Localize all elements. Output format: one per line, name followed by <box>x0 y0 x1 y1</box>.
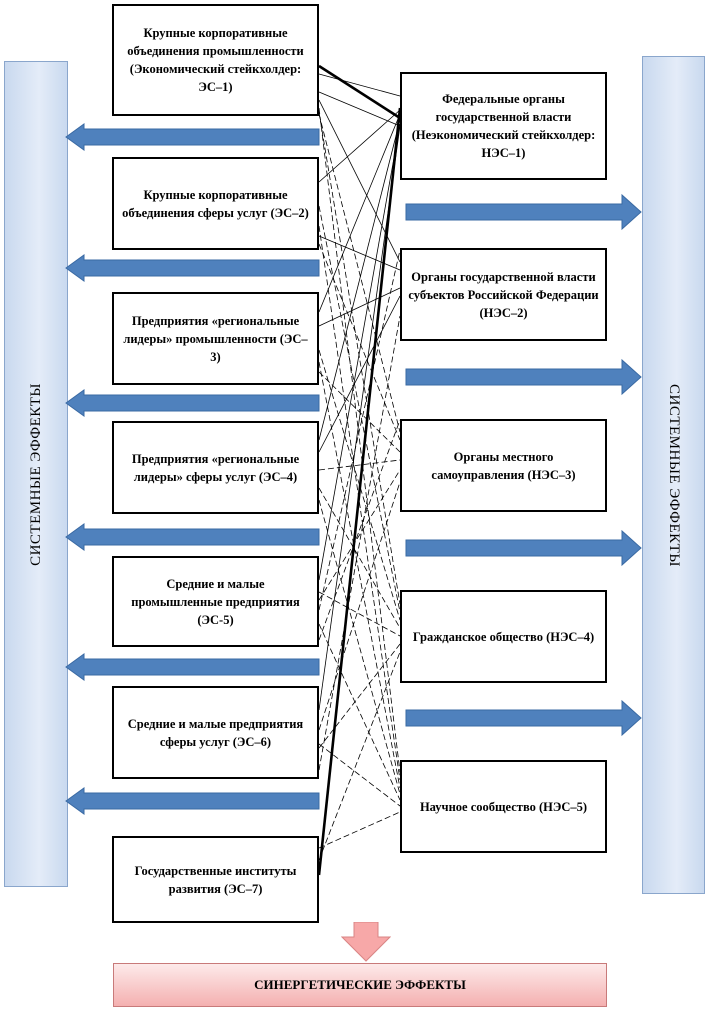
connector-line-34 <box>318 249 401 611</box>
left-effect-arrow-3 <box>65 389 320 417</box>
stakeholder-box-es-7: Государственные институты развития (ЭС–7… <box>112 836 319 923</box>
connector-line-7 <box>318 119 401 441</box>
connector-line-14 <box>318 113 401 433</box>
stakeholder-box-es-6: Средние и малые предприятия сферы услуг … <box>112 686 319 779</box>
right-system-effects-label: СИСТЕМНЫЕ ЭФФЕКТЫ <box>666 383 682 567</box>
stakeholder-box-nes-3: Органы местного самоуправления (НЭС–3) <box>400 419 607 512</box>
stakeholder-box-es-1: Крупные корпоративные объединения промыш… <box>112 4 319 116</box>
stakeholder-box-es-3: Предприятия «региональные лидеры» промыш… <box>112 292 319 385</box>
stakeholder-label-nes-1: Федеральные органы государственной власт… <box>411 92 596 160</box>
stakeholder-box-nes-4: Гражданское общество (НЭС–4) <box>400 590 607 683</box>
connector-line-16 <box>318 371 401 453</box>
right-system-effects-bar: СИСТЕМНЫЕ ЭФФЕКТЫ <box>642 56 705 894</box>
left-effect-arrow-2 <box>65 254 320 282</box>
stakeholder-box-nes-1: Федеральные органы государственной власт… <box>400 72 607 180</box>
right-effect-arrow-2 <box>405 358 642 396</box>
left-effect-arrow-1 <box>65 123 320 151</box>
connector-line-32 <box>318 743 401 807</box>
stakeholder-label-es-1: Крупные корпоративные объединения промыш… <box>127 26 304 94</box>
connector-line-8 <box>318 123 401 581</box>
synergy-effects-label: СИНЕРГЕТИЧЕСКИЕ ЭФФЕКТЫ <box>254 977 466 992</box>
stakeholder-label-es-4: Предприятия «региональные лидеры» сферы … <box>131 451 300 484</box>
connector-line-30 <box>318 499 401 795</box>
connector-line-35 <box>318 315 401 771</box>
connector-line-5 <box>318 109 401 183</box>
left-effect-arrow-6 <box>65 787 320 815</box>
stakeholder-label-es-2: Крупные корпоративные объединения сферы … <box>122 187 309 220</box>
connector-line-9 <box>318 125 401 711</box>
synergy-effects-box: СИНЕРГЕТИЧЕСКИЕ ЭФФЕКТЫ <box>113 963 607 1007</box>
connector-line-1 <box>318 64 401 120</box>
connector-line-29 <box>318 361 401 789</box>
left-arrows-group <box>65 123 320 815</box>
stakeholder-box-nes-5: Научное сообщество (НЭС–5) <box>400 760 607 853</box>
connector-line-10 <box>318 99 401 263</box>
stakeholder-label-nes-5: Научное сообщество (НЭС–5) <box>419 799 588 814</box>
connector-line-22 <box>318 349 401 621</box>
down-arrow-shape <box>341 922 391 962</box>
connector-line-6 <box>318 113 401 313</box>
connector-line-25 <box>318 643 401 749</box>
right-effect-arrow-3 <box>405 529 642 567</box>
connector-line-31 <box>318 623 401 801</box>
stakeholder-label-nes-3: Органы местного самоуправления (НЭС–3) <box>431 449 576 482</box>
connector-line-3 <box>318 73 401 97</box>
right-effect-arrow-4 <box>405 699 642 737</box>
connector-line-2 <box>317 107 402 876</box>
stakeholder-label-nes-2: Органы государственной власти субъектов … <box>408 269 599 320</box>
stakeholder-box-es-5: Средние и малые промышленные предприятия… <box>112 556 319 647</box>
stakeholder-box-es-2: Крупные корпоративные объединения сферы … <box>112 157 319 250</box>
connector-line-17 <box>318 459 401 471</box>
connector-line-27 <box>318 107 401 773</box>
stakeholder-label-nes-4: Гражданское общество (НЭС–4) <box>412 629 595 644</box>
stakeholder-label-es-3: Предприятия «региональные лидеры» промыш… <box>123 313 308 364</box>
stakeholder-label-es-7: Государственные институты развития (ЭС–7… <box>134 863 297 896</box>
synergy-down-arrow <box>341 922 391 962</box>
connector-line-13 <box>318 295 401 453</box>
connector-line-26 <box>318 651 401 861</box>
stakeholder-label-es-6: Средние и малые предприятия сферы услуг … <box>127 716 304 749</box>
stakeholder-box-es-4: Предприятия «региональные лидеры» сферы … <box>112 421 319 514</box>
connector-line-4 <box>318 91 401 127</box>
connector-line-28 <box>318 225 401 781</box>
left-effect-arrow-4 <box>65 523 320 551</box>
connector-line-15 <box>318 243 401 441</box>
connector-line-11 <box>318 235 401 271</box>
right-effect-arrow-1 <box>405 193 642 231</box>
left-system-effects-bar: СИСТЕМНЫЕ ЭФФЕКТЫ <box>4 61 68 887</box>
left-effect-arrow-5 <box>65 653 320 681</box>
connector-lines-group <box>317 64 402 876</box>
connector-line-18 <box>318 469 401 601</box>
stakeholder-box-nes-2: Органы государственной власти субъектов … <box>400 248 607 341</box>
stakeholder-label-es-5: Средние и малые промышленные предприятия… <box>131 576 300 627</box>
connector-line-36 <box>318 419 401 641</box>
right-arrows-group <box>405 193 642 737</box>
connector-line-20 <box>318 111 401 605</box>
connector-line-24 <box>318 591 401 637</box>
connector-line-21 <box>318 205 401 613</box>
connector-line-33 <box>318 811 401 849</box>
